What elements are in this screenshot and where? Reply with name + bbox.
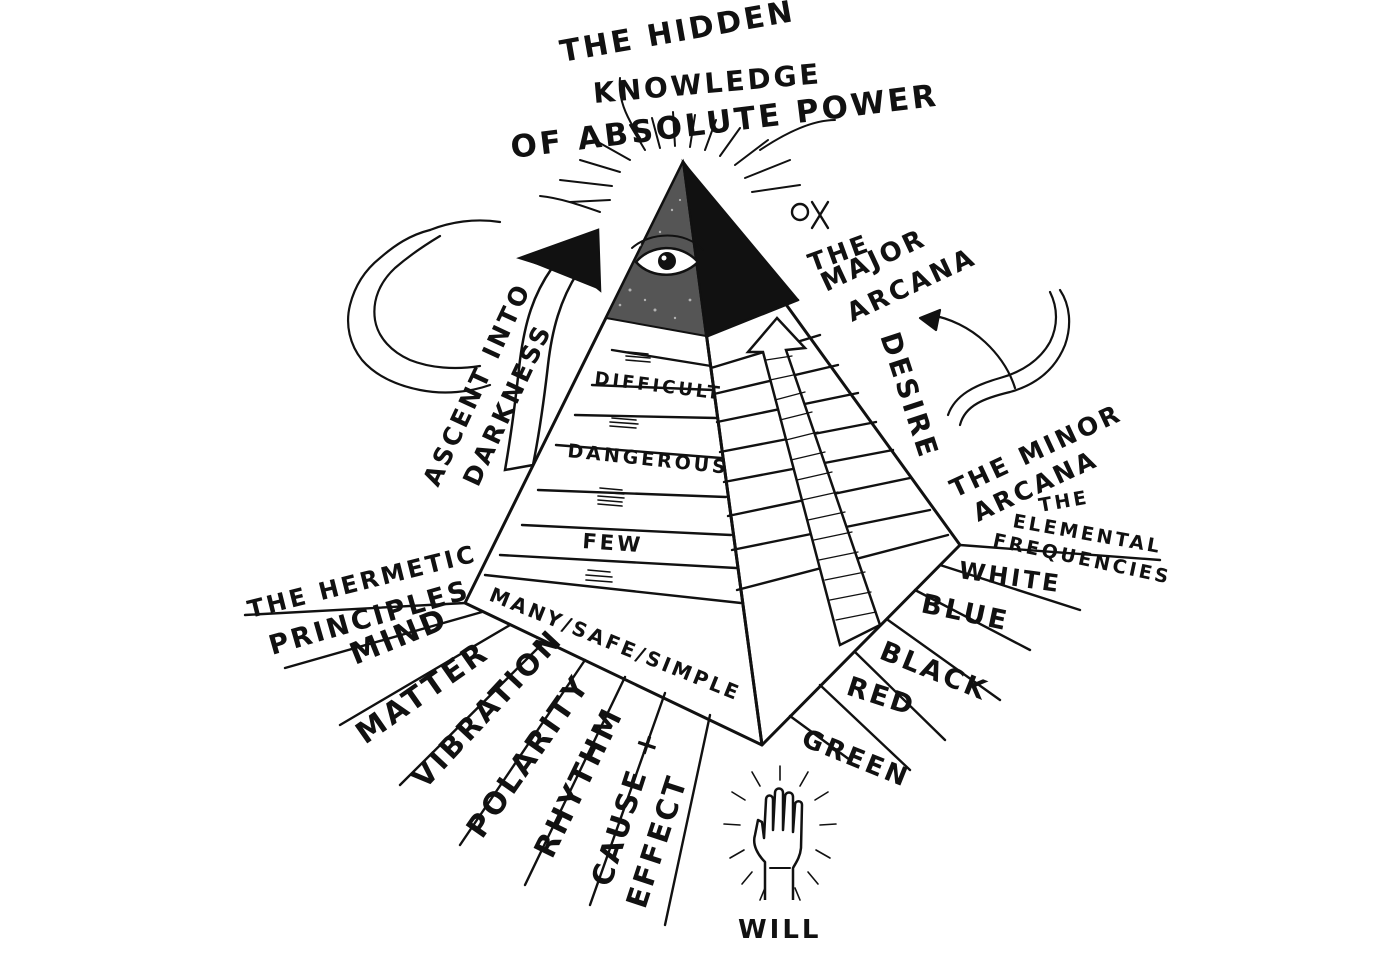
- minor-arcana-label: THE MINOR ARCANA: [945, 398, 1126, 527]
- desire-arrow-icon: [918, 308, 942, 332]
- ascent-arrow-icon: [503, 228, 602, 472]
- will-label: WILL: [738, 915, 822, 945]
- title-line-1: THE HIDDEN: [557, 0, 798, 70]
- pyramid-right-face: [681, 160, 962, 747]
- major-arcana-label: OF THE MAJOR ARCANA: [804, 223, 981, 328]
- right-smoke-swirl: [928, 288, 1071, 427]
- all-seeing-eye-icon: [631, 234, 704, 276]
- level-difficult: DIFFICULT: [593, 368, 723, 405]
- frequency-blue: BLUE: [919, 589, 1013, 638]
- frequency-fan-lines: [788, 543, 1162, 772]
- level-few: FEW: [582, 529, 644, 557]
- level-dangerous: DANGEROUS: [566, 440, 729, 479]
- left-face-hatching: [585, 351, 651, 583]
- diagram-title: THE HIDDEN KNOWLEDGE OF ABSOLUTE POWER: [509, 0, 941, 166]
- right-face-arrow-icon: [745, 316, 882, 647]
- hermetic-fan-lines: [243, 601, 712, 927]
- frequency-green: GREEN: [797, 724, 914, 794]
- raised-hand-icon: [723, 765, 837, 901]
- alchemical-symbol-icon: [790, 200, 830, 230]
- desire-label: DESIRE: [873, 328, 945, 463]
- apex-rays: [539, 77, 836, 213]
- left-smoke-swirl: [346, 219, 502, 394]
